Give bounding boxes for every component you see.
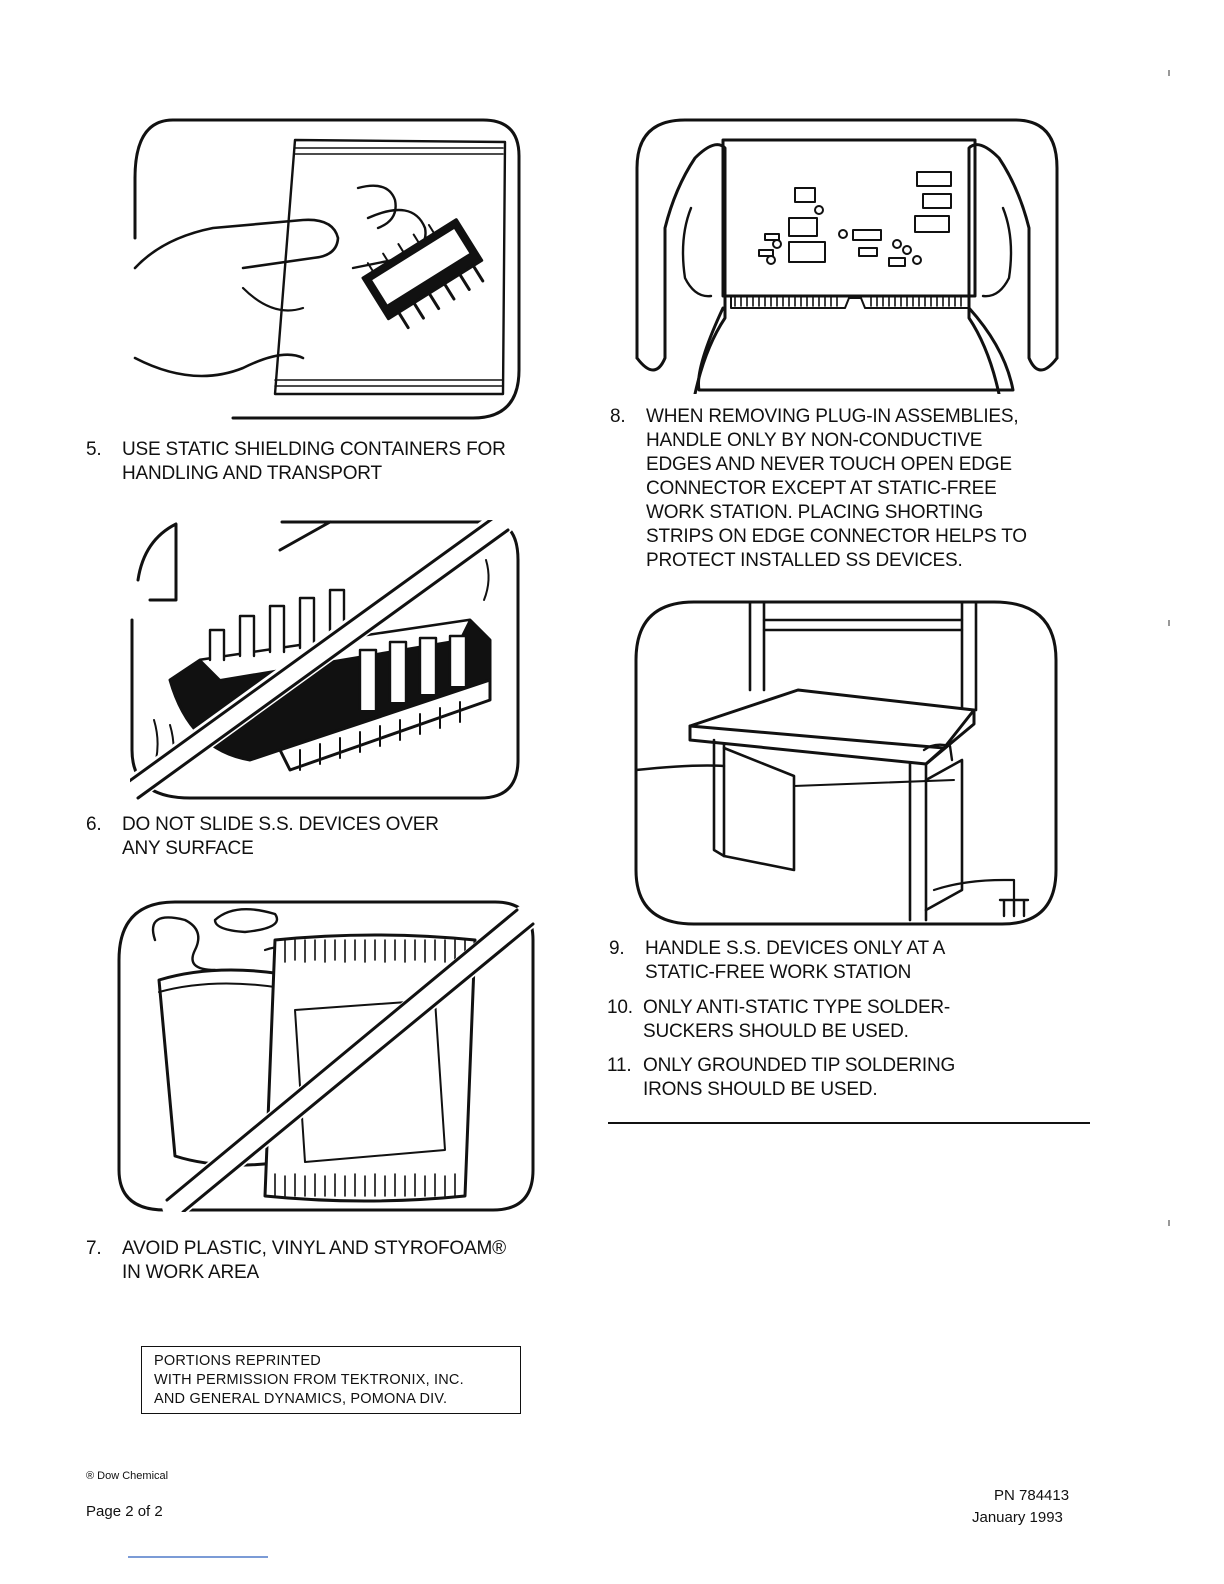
document-date: January 1993 — [972, 1509, 1063, 1526]
reprint-line-2: WITH PERMISSION FROM TEKTRONIX, INC. — [154, 1372, 464, 1388]
illustration-shielding-bag — [133, 118, 521, 420]
step-8-line-7: PROTECT INSTALLED SS DEVICES. — [646, 550, 963, 571]
step-6-line-1: DO NOT SLIDE S.S. DEVICES OVER — [122, 814, 439, 835]
step-9-line-1: HANDLE S.S. DEVICES ONLY AT A — [645, 938, 946, 959]
illustration-circuit-board — [635, 118, 1059, 394]
step-9: 9. HANDLE S.S. DEVICES ONLY AT A STATIC-… — [609, 938, 946, 983]
illustration-no-plastic — [115, 900, 535, 1212]
step-5-line-1: USE STATIC SHIELDING CONTAINERS FOR — [122, 439, 506, 460]
step-10: 10. ONLY ANTI-STATIC TYPE SOLDER- SUCKER… — [607, 997, 951, 1042]
illustration-work-bench — [634, 600, 1058, 926]
step-8-line-6: STRIPS ON EDGE CONNECTOR HELPS TO — [646, 526, 1027, 547]
scan-speck — [1168, 1220, 1170, 1226]
step-8-line-2: HANDLE ONLY BY NON-CONDUCTIVE — [646, 430, 983, 451]
step-10-line-1: ONLY ANTI-STATIC TYPE SOLDER- — [643, 997, 951, 1018]
step-8-line-1: WHEN REMOVING PLUG-IN ASSEMBLIES, — [646, 406, 1019, 427]
reprint-line-1: PORTIONS REPRINTED — [154, 1353, 321, 1369]
step-8-line-4: CONNECTOR EXCEPT AT STATIC-FREE — [646, 478, 997, 499]
reprint-line-3: AND GENERAL DYNAMICS, POMONA DIV. — [154, 1391, 448, 1407]
reprint-permission-box: PORTIONS REPRINTED WITH PERMISSION FROM … — [141, 1346, 521, 1414]
illustration-no-sliding — [130, 520, 520, 800]
step-11: 11. ONLY GROUNDED TIP SOLDERING IRONS SH… — [607, 1055, 956, 1100]
step-10-line-2: SUCKERS SHOULD BE USED. — [643, 1021, 909, 1042]
step-7: 7. AVOID PLASTIC, VINYL AND STYROFOAM® I… — [86, 1238, 506, 1283]
page-label: Page 2 of 2 — [86, 1503, 163, 1520]
step-7-line-2: IN WORK AREA — [122, 1262, 259, 1283]
step-6: 6. DO NOT SLIDE S.S. DEVICES OVER ANY SU… — [86, 814, 439, 859]
step-9-line-2: STATIC-FREE WORK STATION — [645, 962, 912, 983]
trademark-note: ® Dow Chemical — [86, 1470, 169, 1482]
section-divider — [608, 1122, 1090, 1124]
part-number: PN 784413 — [994, 1487, 1070, 1504]
step-5-line-2: HANDLING AND TRANSPORT — [122, 463, 382, 484]
step-6-line-2: ANY SURFACE — [122, 838, 254, 859]
scan-speck — [1168, 70, 1170, 76]
step-7-line-1: AVOID PLASTIC, VINYL AND STYROFOAM® — [122, 1238, 506, 1259]
step-11-line-1: ONLY GROUNDED TIP SOLDERING — [643, 1055, 956, 1076]
scan-speck — [1168, 620, 1170, 626]
step-8-line-5: WORK STATION. PLACING SHORTING — [646, 502, 984, 523]
step-11-line-2: IRONS SHOULD BE USED. — [643, 1079, 878, 1100]
step-5: 5. USE STATIC SHIELDING CONTAINERS FOR H… — [86, 439, 506, 484]
page-edge-mark — [128, 1556, 268, 1558]
step-8: 8. WHEN REMOVING PLUG-IN ASSEMBLIES, HAN… — [610, 406, 1027, 571]
step-8-line-3: EDGES AND NEVER TOUCH OPEN EDGE — [646, 454, 1012, 475]
